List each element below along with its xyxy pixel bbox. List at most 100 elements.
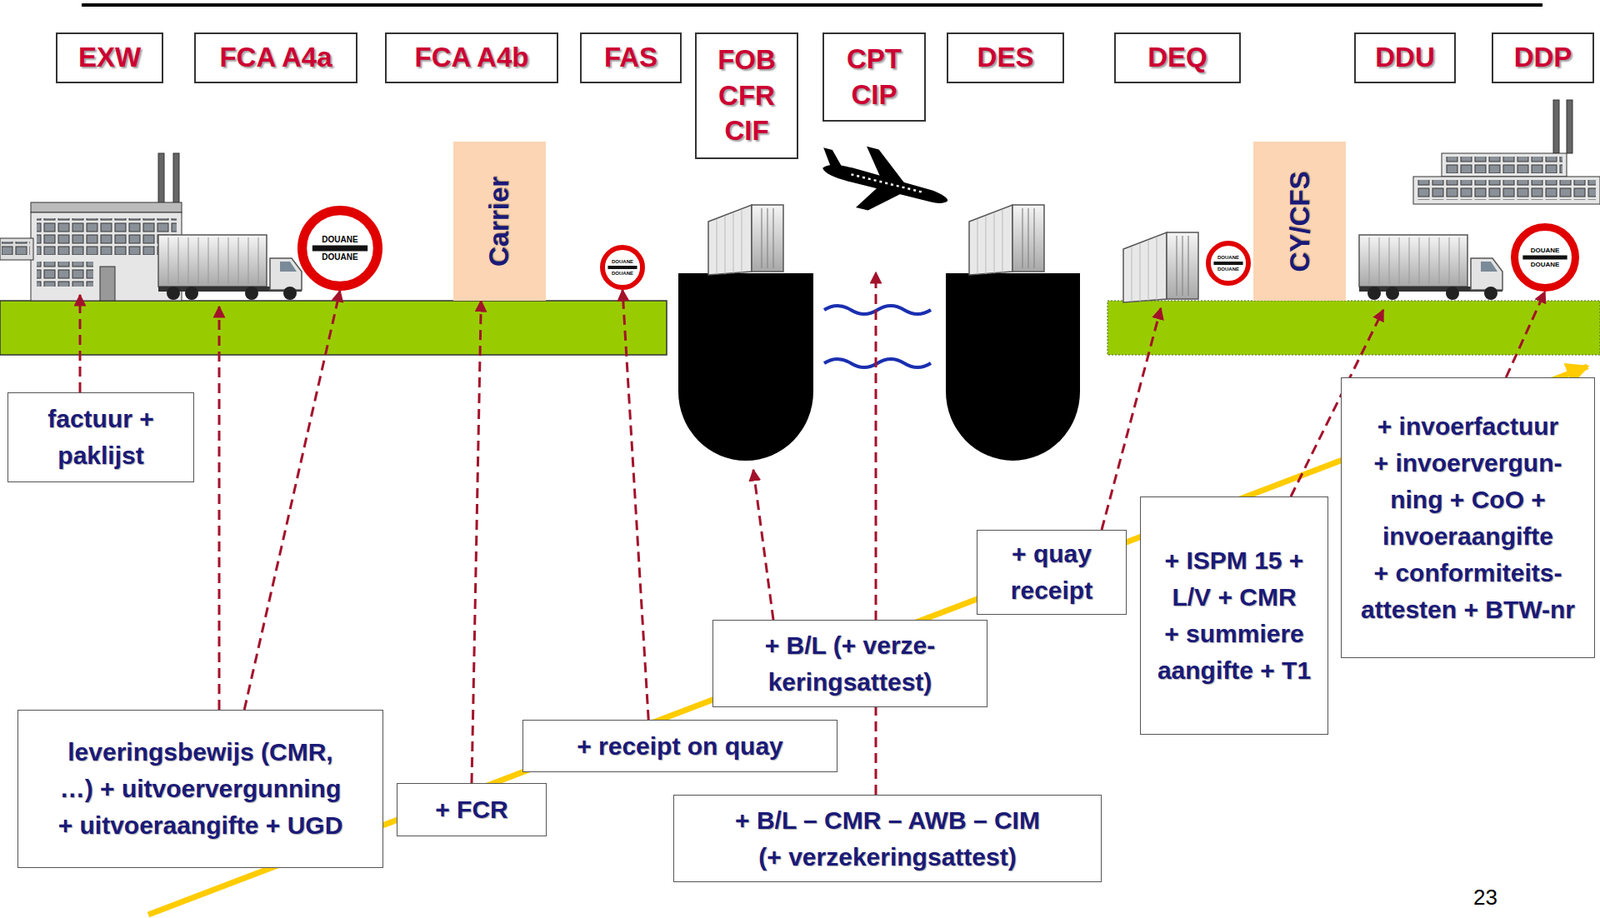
factory-annex xyxy=(0,238,34,260)
document-list: + B/L – CMR – AWB – CIM (+ verzekeringsa… xyxy=(680,802,1095,876)
sign-outline xyxy=(297,205,383,291)
incoterm-code: EXW xyxy=(64,40,155,76)
factory-building xyxy=(1441,153,1567,177)
incoterm-box: DEQ xyxy=(1114,32,1241,84)
factory-door xyxy=(100,266,115,301)
incoterm-box: FAS xyxy=(580,32,682,84)
customs-text: DOUANE xyxy=(611,259,634,265)
incoterm-box: DDU xyxy=(1354,32,1456,84)
customs-sign: DOUANE DOUANE xyxy=(1205,240,1251,286)
chimney xyxy=(1553,100,1560,154)
sign-ring xyxy=(1208,243,1249,284)
factory-windows xyxy=(1445,156,1563,174)
factory-windows xyxy=(36,218,177,255)
factory-windows xyxy=(1,241,30,255)
sea-wave xyxy=(824,305,931,315)
customs-text: DOUANE xyxy=(321,253,358,262)
top-rule xyxy=(81,3,1543,7)
document-box: leveringsbewijs (CMR, …) + uitvoervergun… xyxy=(17,710,384,869)
sign-ring xyxy=(602,247,643,288)
sign-outline xyxy=(1510,223,1580,292)
ground-import xyxy=(1107,300,1600,355)
sea-wave xyxy=(824,359,931,368)
customs-text: DOUANE xyxy=(1217,266,1240,272)
truck xyxy=(1359,235,1503,300)
ship-export xyxy=(678,273,814,461)
document-box: + invoerfactuur + invoervergun- ning + C… xyxy=(1340,377,1595,659)
customs-text: DOUANE xyxy=(1530,247,1560,255)
leader-line xyxy=(753,470,774,620)
incoterm-code: DDP xyxy=(1500,40,1586,76)
sign-ring xyxy=(302,210,379,287)
container xyxy=(969,205,1045,275)
document-box: + B/L – CMR – AWB – CIM (+ verzekeringsa… xyxy=(673,795,1102,883)
document-box: + FCR xyxy=(396,783,547,837)
document-box: factuur + paklijst xyxy=(7,392,195,483)
document-box: + B/L (+ verze- keringsattest) xyxy=(712,620,988,708)
incoterm-box: DES xyxy=(946,32,1065,84)
incoterm-code: DEQ xyxy=(1122,40,1233,76)
incoterm-code: FOB CFR CIF xyxy=(703,42,790,150)
ground-export xyxy=(0,300,667,355)
customs-text: DOUANE xyxy=(321,235,358,245)
incoterm-box: CPT CIP xyxy=(822,32,926,122)
incoterm-code: FAS xyxy=(588,40,674,76)
leader-line xyxy=(218,306,221,710)
document-box: + quay receipt xyxy=(976,530,1127,615)
location-name: Carrier xyxy=(483,175,515,266)
document-list: leveringsbewijs (CMR, …) + uitvoervergun… xyxy=(25,734,376,845)
customs-sign: DOUANE DOUANE xyxy=(1510,223,1580,292)
incoterm-code: DDU xyxy=(1362,40,1448,76)
document-list: + receipt on quay xyxy=(530,728,830,765)
incoterm-code: FCA A4a xyxy=(202,40,350,76)
airplane-wing xyxy=(855,183,903,218)
sign-bar xyxy=(312,245,368,252)
sign-bar xyxy=(607,265,637,270)
truck xyxy=(158,235,302,300)
document-arrow xyxy=(244,290,340,710)
leader-line xyxy=(79,295,82,393)
document-box: + receipt on quay xyxy=(522,720,838,773)
incoterm-code: FCA A4b xyxy=(393,40,550,76)
location-box: CY/CFS xyxy=(1253,141,1346,301)
chimney xyxy=(1566,100,1573,154)
sign-outline xyxy=(1205,240,1251,286)
customs-sign: DOUANE DOUANE xyxy=(600,245,645,290)
sign-bar xyxy=(1213,261,1243,265)
customs-sign: DOUANE DOUANE xyxy=(297,205,383,291)
location-name: CY/CFS xyxy=(1284,170,1316,272)
incoterm-box: FCA A4b xyxy=(385,32,559,84)
incoterm-box: EXW xyxy=(55,32,164,84)
sign-bar xyxy=(1522,255,1567,260)
document-arrow xyxy=(1505,291,1545,378)
document-arrow xyxy=(471,300,481,784)
document-list: + quay receipt xyxy=(984,535,1120,610)
ship-import xyxy=(945,273,1080,461)
incoterm-code: DES xyxy=(955,40,1056,76)
sign-outline xyxy=(600,245,645,290)
document-box: + ISPM 15 + L/V + CMR + summiere aangift… xyxy=(1140,496,1329,735)
page-number: 23 xyxy=(1473,885,1498,911)
incoterm-box: FCA A4a xyxy=(194,32,358,84)
factory-windows xyxy=(1416,180,1596,200)
container xyxy=(1123,232,1199,303)
sign-ring xyxy=(1515,227,1576,289)
location-box: Carrier xyxy=(453,141,546,301)
airplane-windows xyxy=(850,174,924,193)
document-arrow xyxy=(622,290,649,720)
document-list: + B/L (+ verze- keringsattest) xyxy=(720,627,980,701)
customs-text: DOUANE xyxy=(1217,255,1240,260)
customs-text: DOUANE xyxy=(611,270,634,276)
document-list: factuur + paklijst xyxy=(15,400,187,475)
document-list: + ISPM 15 + L/V + CMR + summiere aangift… xyxy=(1147,542,1321,690)
airplane-wing xyxy=(860,146,911,184)
factory-windows xyxy=(36,261,94,287)
document-list: + invoerfactuur + invoervergun- ning + C… xyxy=(1348,408,1588,629)
incoterm-box: DDP xyxy=(1491,32,1595,84)
container xyxy=(708,205,784,275)
factory-roof xyxy=(30,202,182,213)
document-list: + FCR xyxy=(404,791,540,829)
customs-text: DOUANE xyxy=(1530,261,1560,269)
factory-building xyxy=(1413,176,1600,205)
